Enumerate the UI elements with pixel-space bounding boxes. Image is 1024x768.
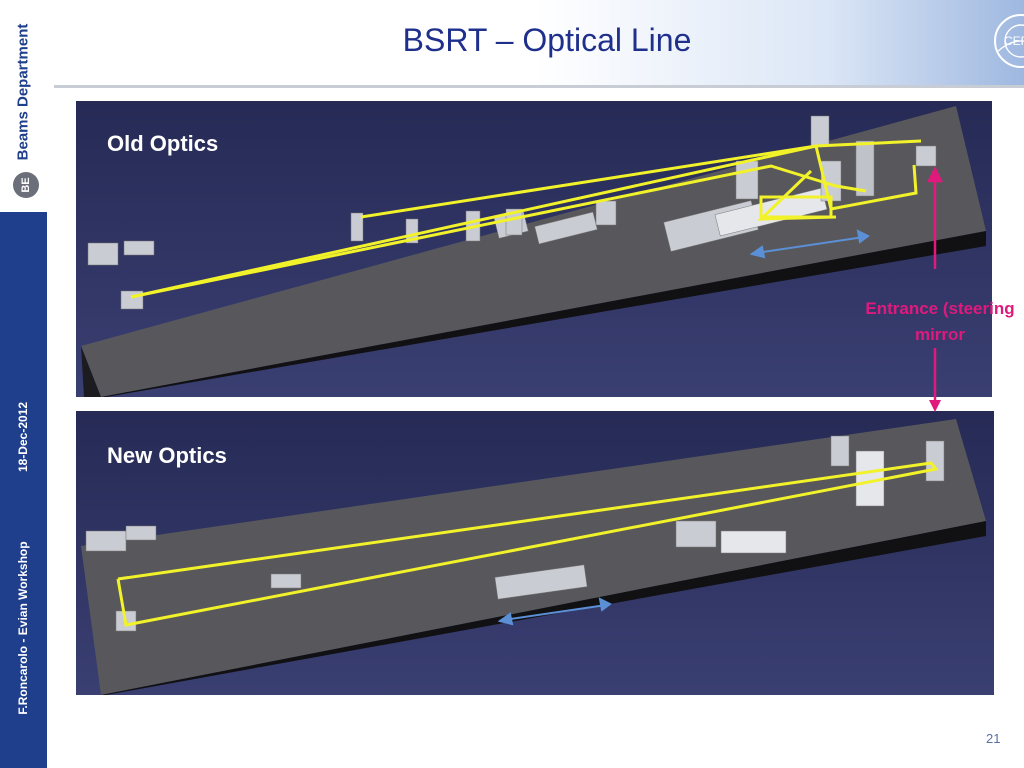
entrance-arrow-bottom bbox=[929, 348, 941, 412]
sidebar-bottom bbox=[0, 212, 47, 768]
entrance-arrow-top bbox=[926, 166, 944, 269]
be-logo-text: BE bbox=[20, 177, 32, 193]
author-label: F.Roncarolo - Evian Workshop bbox=[16, 541, 30, 715]
old-optics-label: Old Optics bbox=[107, 131, 219, 156]
new-stage-arrow bbox=[497, 597, 612, 626]
sidebar: Beams Department BE 18-Dec-2012 F.Roncar… bbox=[0, 0, 47, 768]
entrance-annotation: Entrance (steering mirror bbox=[845, 296, 1024, 348]
old-optics-rendering bbox=[76, 101, 992, 397]
optical-table-side bbox=[101, 231, 986, 397]
cern-logo-text: CERN bbox=[1004, 34, 1024, 48]
cern-logo-icon: CERN bbox=[994, 14, 1024, 68]
old-beam-path bbox=[130, 139, 922, 299]
new-optics-rendering bbox=[76, 411, 994, 695]
be-logo-icon: BE bbox=[13, 172, 39, 198]
new-beam-path bbox=[116, 461, 939, 627]
date-label: 18-Dec-2012 bbox=[16, 401, 30, 473]
old-optics-panel: Old Optics bbox=[76, 101, 992, 397]
entrance-annotation-line1: Entrance (steering bbox=[865, 299, 1015, 318]
optical-table-side bbox=[101, 521, 986, 695]
slide-header: BSRT – Optical Line CERN bbox=[47, 0, 1024, 88]
slide-title: BSRT – Optical Line bbox=[402, 22, 692, 58]
entrance-annotation-line2: mirror bbox=[914, 325, 966, 344]
optics-equipment bbox=[85, 435, 945, 632]
department-label: Beams Department bbox=[14, 23, 32, 161]
optics-equipment bbox=[87, 115, 937, 310]
optical-table-top bbox=[81, 106, 986, 397]
old-stage-arrow bbox=[749, 229, 870, 259]
new-optics-label: New Optics bbox=[107, 443, 227, 468]
new-optics-panel: New Optics bbox=[76, 411, 994, 695]
header-divider bbox=[54, 85, 1024, 88]
page-number: 21 bbox=[986, 731, 1001, 746]
